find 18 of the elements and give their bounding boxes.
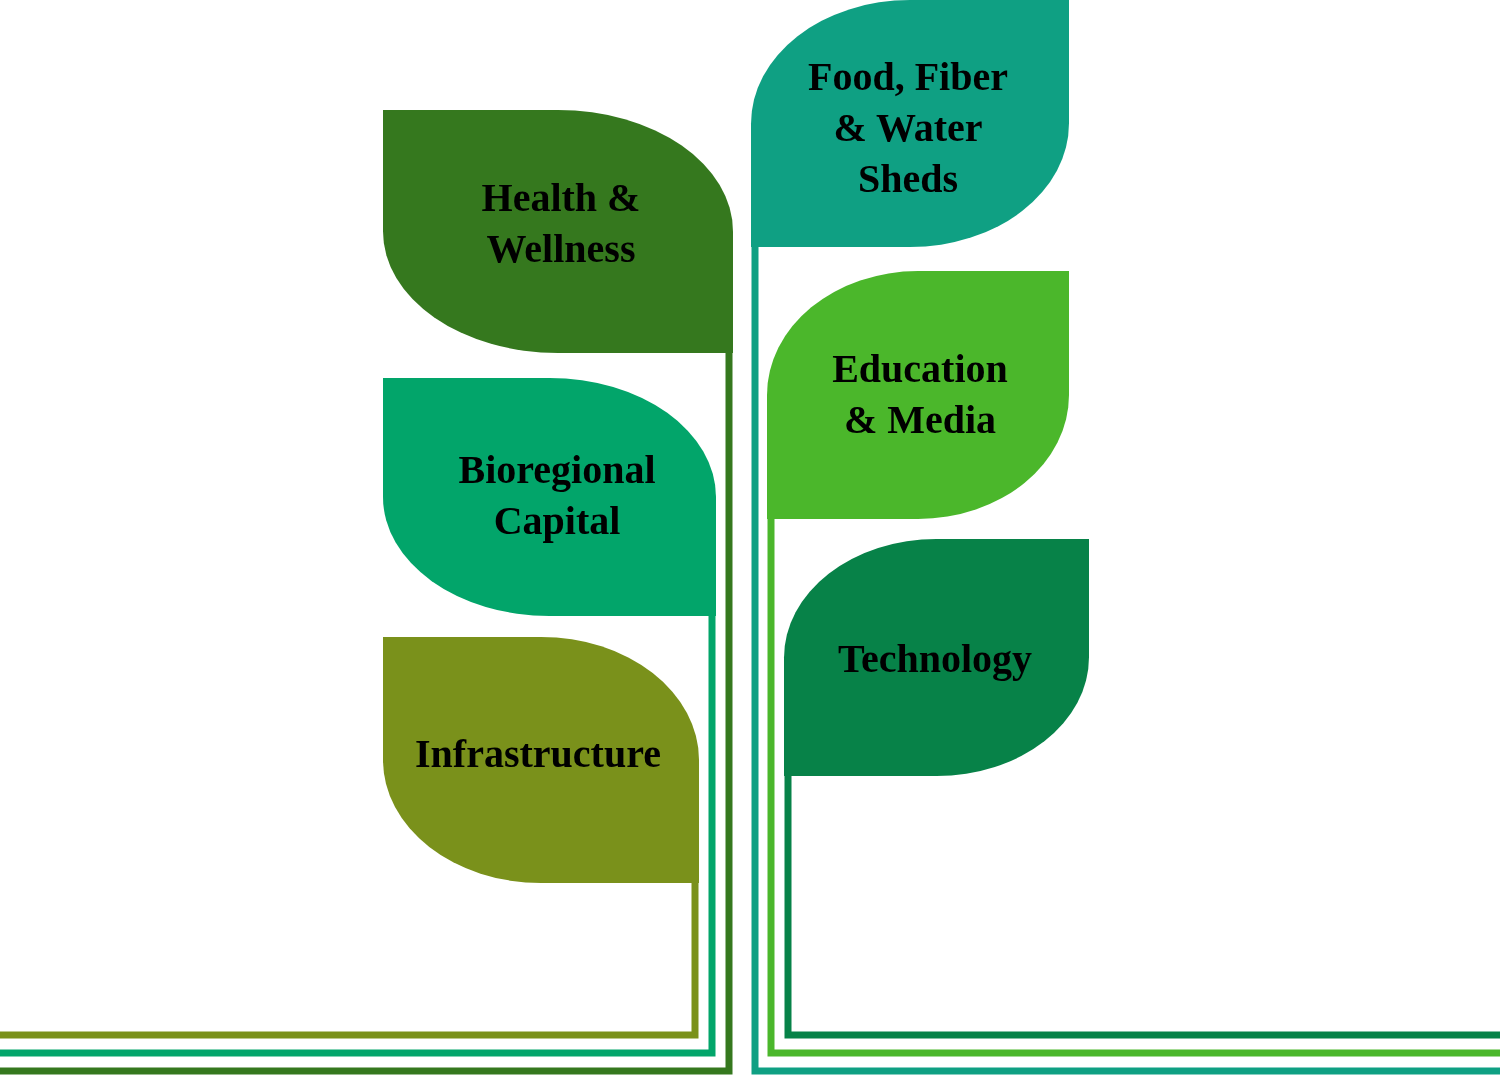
- leaf-label: Infrastructure: [414, 729, 662, 778]
- leaf-shape: [383, 378, 716, 616]
- leaf-shape: [767, 271, 1069, 519]
- leaf-shape: [751, 0, 1069, 247]
- stem-line: [767, 519, 1500, 1057]
- leaf-label: Health & Wellness: [480, 174, 642, 273]
- stem-line: [784, 776, 1500, 1039]
- stem-line: [751, 247, 1500, 1075]
- leaf-shape: [383, 110, 733, 353]
- leaf-label: Bioregional Capital: [457, 446, 657, 545]
- leaf-shape: [784, 539, 1089, 776]
- stem-line: [0, 883, 699, 1039]
- leaf-label: Technology: [836, 634, 1034, 683]
- stem-line: [0, 616, 716, 1057]
- leaf-label: Food, Fiber & Water Sheds: [807, 52, 1009, 203]
- leaf-label: Education & Media: [831, 345, 1009, 444]
- stem-line: [0, 353, 733, 1075]
- leaf-shape: [383, 637, 699, 883]
